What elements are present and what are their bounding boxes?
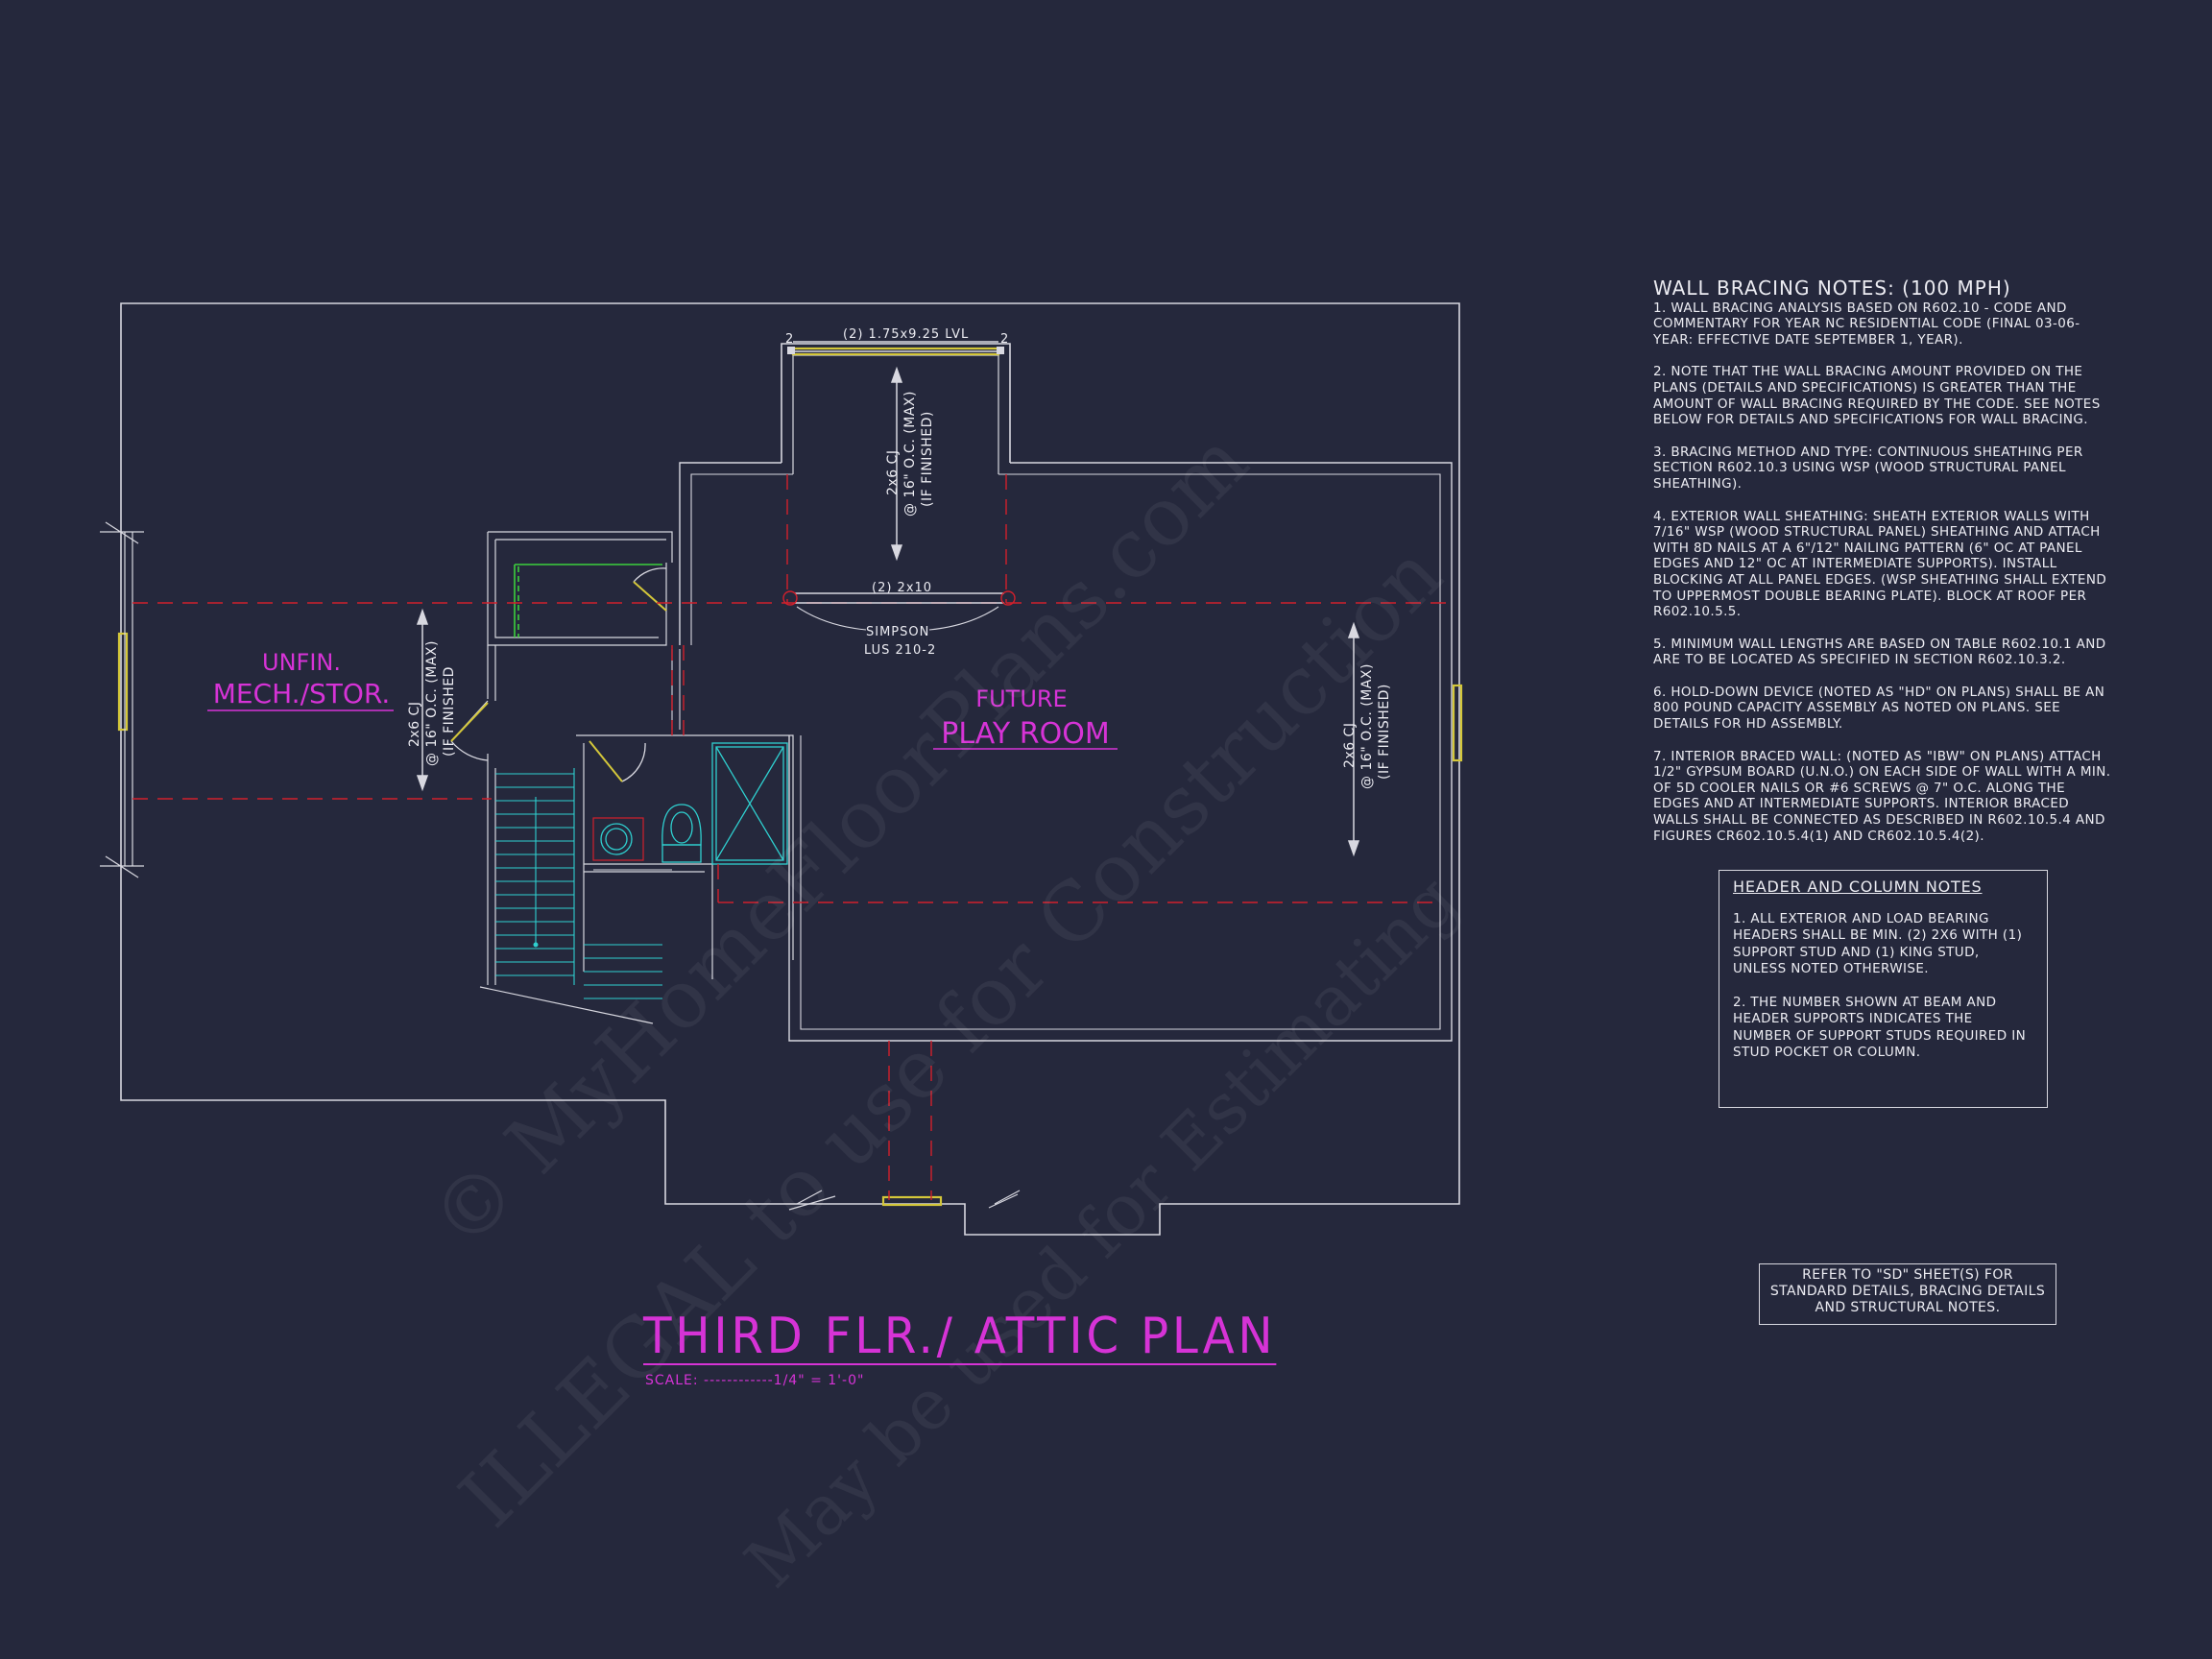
lvl-support-left: 2 xyxy=(785,332,794,347)
simpson-label: SIMPSON xyxy=(866,625,929,639)
mech-label-line2: MECH./STOR. xyxy=(213,678,391,709)
joist-note-left-2: @ 16" O.C. (MAX) xyxy=(424,640,440,766)
joist-note-right-3: (IF FINISHED) xyxy=(1377,684,1392,780)
header-column-notes: HEADER AND COLUMN NOTES 1. ALL EXTERIOR … xyxy=(1719,870,2048,1108)
reference-note: REFER TO "SD" SHEET(S) FOR STANDARD DETA… xyxy=(1759,1263,2056,1325)
structural-dashed-lines xyxy=(132,474,1452,1200)
joist-note-top-3: (IF FINISHED) xyxy=(920,411,935,507)
stair-wall xyxy=(479,645,654,1024)
header-notes-title: HEADER AND COLUMN NOTES xyxy=(1733,878,1983,896)
joist-note-right-2: @ 16" O.C. (MAX) xyxy=(1359,663,1375,789)
stair-treads xyxy=(495,768,662,999)
joist-note-left-3: (IF FINISHED xyxy=(442,666,457,757)
play-label-line2: PLAY ROOM xyxy=(941,717,1110,751)
exterior-wall-outline xyxy=(120,302,1460,1236)
wall-bracing-note: 7. INTERIOR BRACED WALL: (NOTED AS "IBW"… xyxy=(1653,748,2111,844)
wall-bracing-notes: WALL BRACING NOTES: (100 MPH) 1. WALL BR… xyxy=(1653,276,2114,860)
bathroom-fixtures xyxy=(600,742,788,865)
joist-note-top-2: @ 16" O.C. (MAX) xyxy=(902,391,918,517)
beam-2x10-label: (2) 2x10 xyxy=(872,581,932,595)
wall-bracing-note: 4. EXTERIOR WALL SHEATHING: SHEATH EXTER… xyxy=(1653,508,2107,620)
joist-note-top-1: 2x6 CJ xyxy=(885,450,901,495)
wall-bracing-note: 5. MINIMUM WALL LENGTHS ARE BASED ON TAB… xyxy=(1653,636,2106,668)
play-label-line1: FUTURE xyxy=(975,685,1067,712)
header-note: 1. ALL EXTERIOR AND LOAD BEARING HEADERS… xyxy=(1733,910,2023,977)
wall-bracing-note: 1. WALL BRACING ANALYSIS BASED ON R602.1… xyxy=(1653,300,2080,348)
closet-wall xyxy=(487,531,673,646)
dormer-bay-wall xyxy=(781,343,1011,463)
joist-note-right-1: 2x6 CJ xyxy=(1342,723,1358,768)
header-note: 2. THE NUMBER SHOWN AT BEAM AND HEADER S… xyxy=(1733,994,2027,1061)
beam-2x10 xyxy=(782,590,1016,631)
lvl-beam xyxy=(793,341,998,352)
joist-note-left-1: 2x6 CJ xyxy=(407,702,422,747)
wall-bracing-note: 6. HOLD-DOWN DEVICE (NOTED AS "HD" ON PL… xyxy=(1653,684,2105,733)
plan-title: THIRD FLR./ ATTIC PLAN xyxy=(643,1308,1277,1365)
lvl-support-right: 2 xyxy=(1000,332,1009,347)
closet-door xyxy=(633,567,667,612)
wall-bracing-title: WALL BRACING NOTES: (100 MPH) xyxy=(1653,276,2011,300)
lvl-beam-label: (2) 1.75x9.25 LVL xyxy=(843,327,969,342)
wall-bracing-note: 2. NOTE THAT THE WALL BRACING AMOUNT PRO… xyxy=(1653,364,2101,428)
simpson-model: LUS 210-2 xyxy=(864,643,936,658)
play-room-wall xyxy=(679,462,1453,1042)
mech-label-line1: UNFIN. xyxy=(262,649,341,676)
plan-scale: SCALE: ------------1/4" = 1'-0" xyxy=(645,1373,865,1388)
wall-bracing-note: 3. BRACING METHOD AND TYPE: CONTINUOUS S… xyxy=(1653,444,2083,492)
bathroom-wall xyxy=(576,734,794,979)
